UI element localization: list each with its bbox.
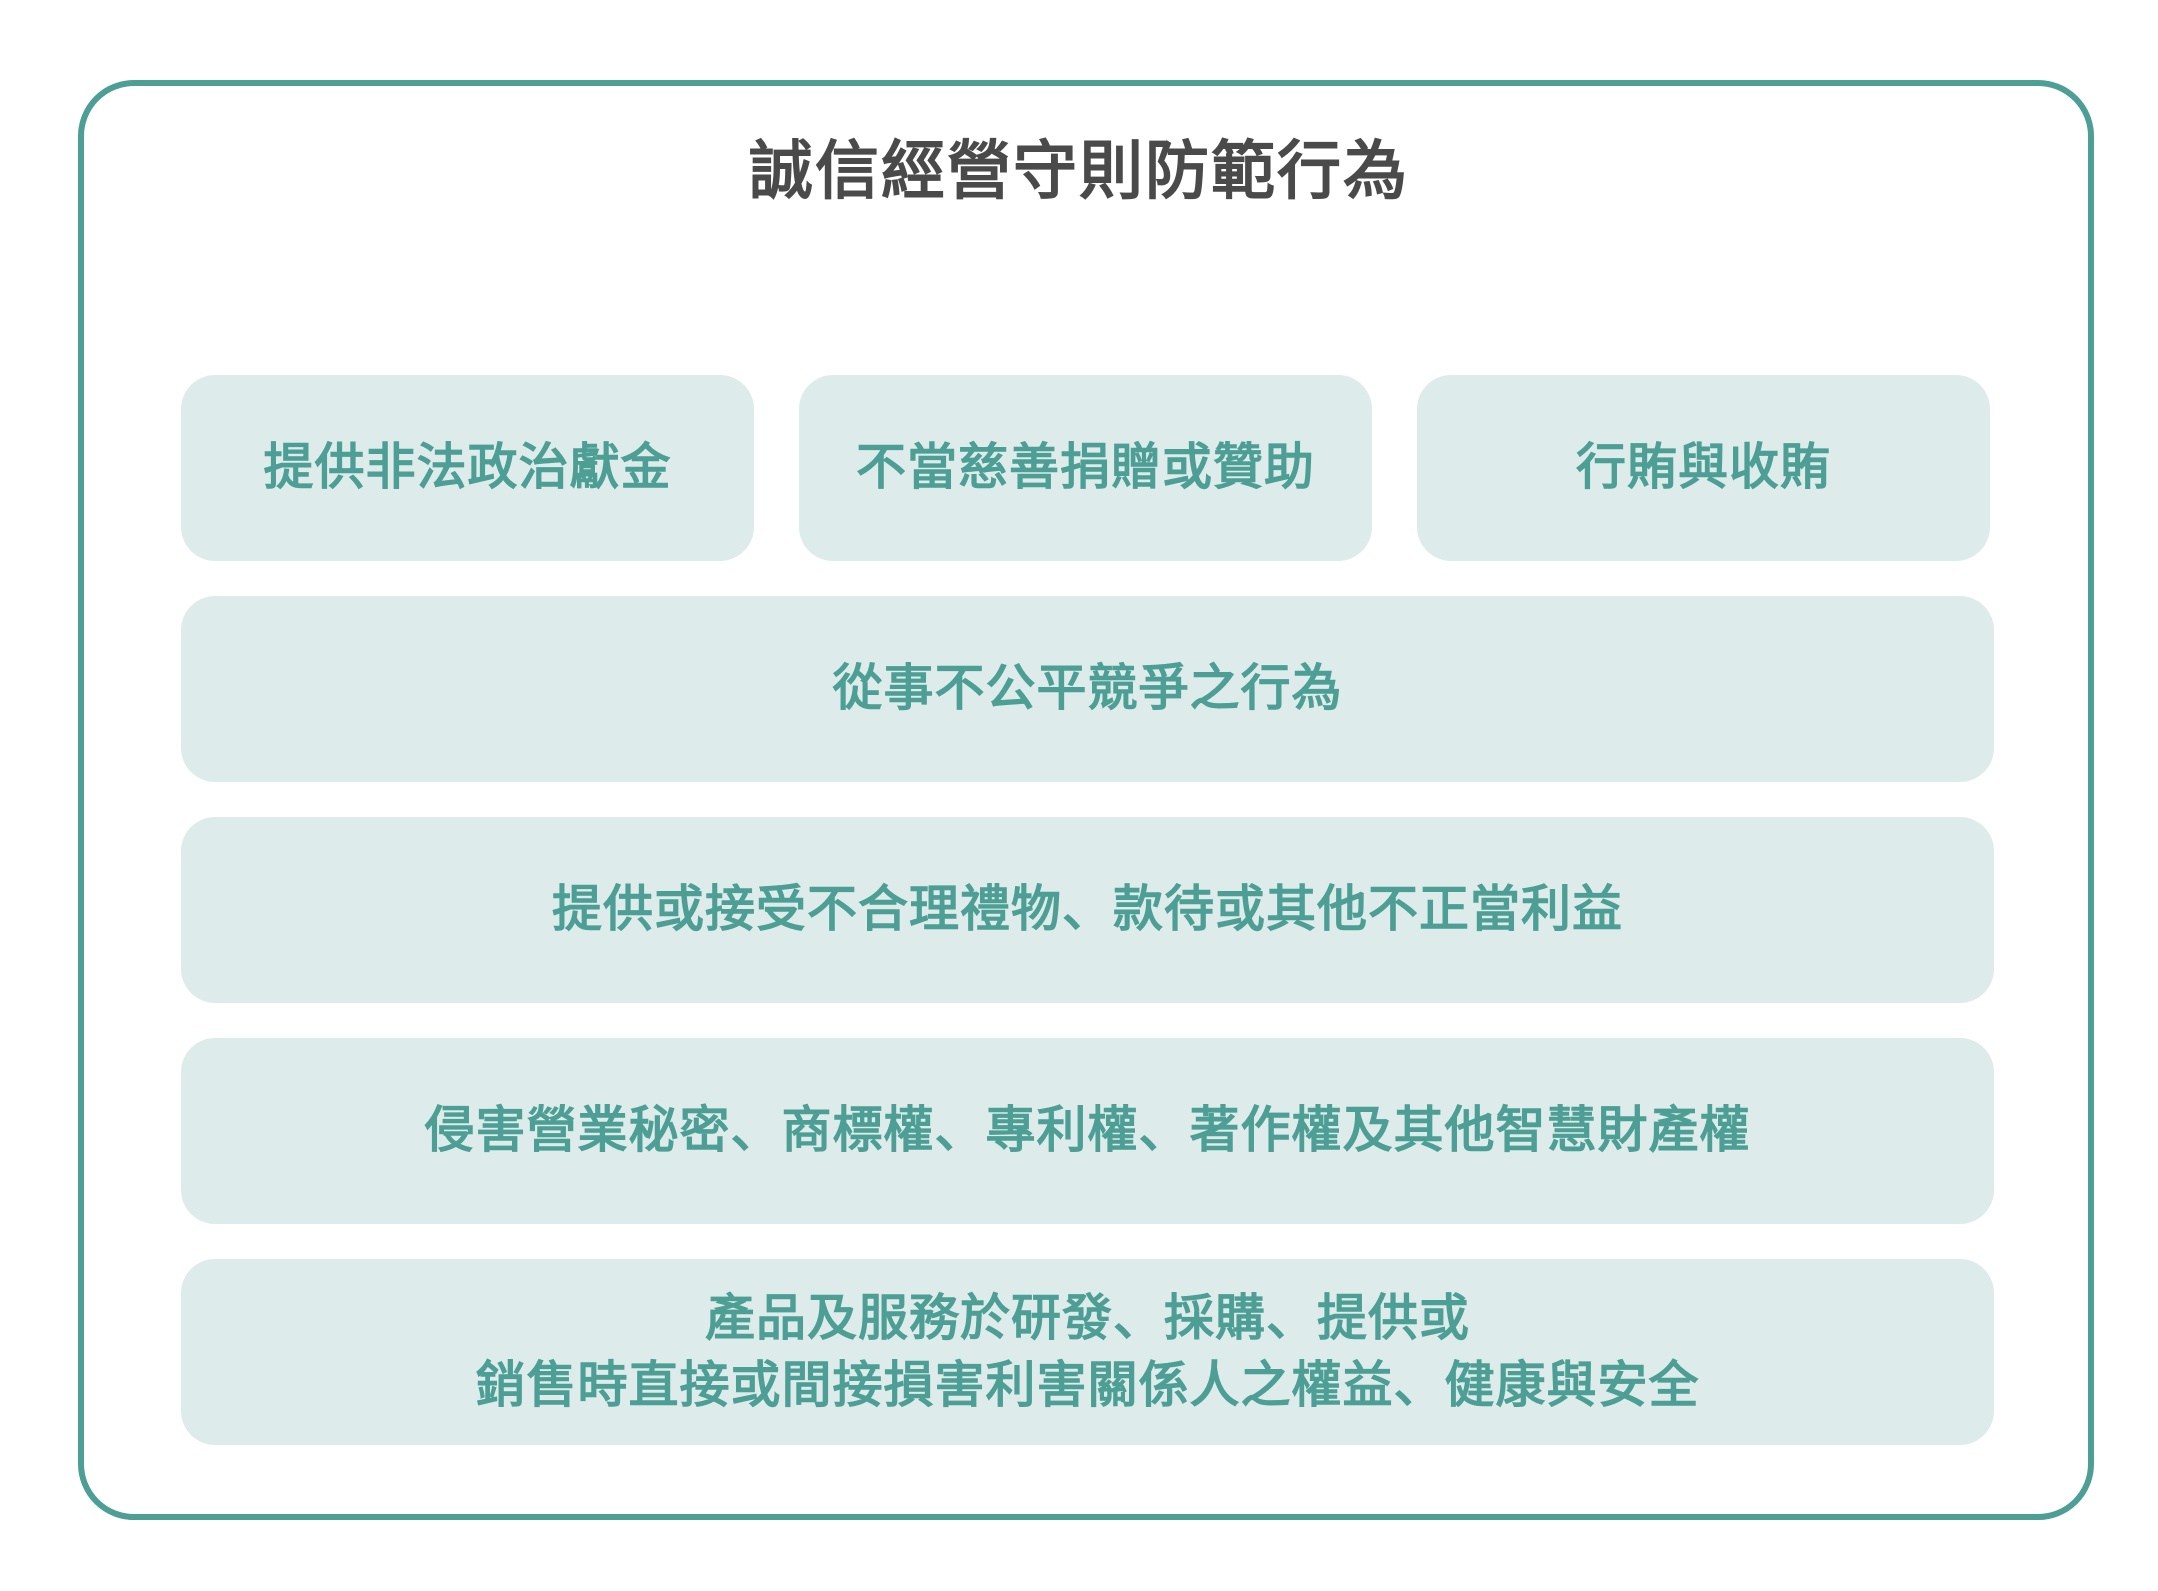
behavior-label: 提供或接受不合理禮物、款待或其他不正當利益 xyxy=(552,880,1623,939)
behavior-label: 不當慈善捐贈或贊助 xyxy=(856,438,1315,497)
behavior-box-improper-charity: 不當慈善捐贈或贊助 xyxy=(799,375,1372,561)
behavior-label-line-1: 產品及服務於研發、採購、提供或 xyxy=(705,1288,1470,1347)
behavior-label: 從事不公平競爭之行為 xyxy=(832,659,1343,718)
diagram-title: 誠信經營守則防範行為 xyxy=(749,135,1409,209)
behavior-box-unfair-competition: 從事不公平競爭之行為 xyxy=(181,596,1994,782)
behavior-box-improper-gifts: 提供或接受不合理禮物、款待或其他不正當利益 xyxy=(181,817,1994,1003)
behavior-box-ip-infringement: 侵害營業秘密、商標權、專利權、著作權及其他智慧財產權 xyxy=(181,1038,1994,1224)
behavior-label: 提供非法政治獻金 xyxy=(263,438,672,497)
behavior-box-illegal-political-donations: 提供非法政治獻金 xyxy=(181,375,754,561)
behavior-label: 行賄與收賄 xyxy=(1576,438,1831,497)
behavior-box-bribery: 行賄與收賄 xyxy=(1417,375,1990,561)
behavior-label-line-2: 銷售時直接或間接損害利害關係人之權益、健康與安全 xyxy=(475,1356,1700,1414)
behavior-box-stakeholder-harm: 產品及服務於研發、採購、提供或 銷售時直接或間接損害利害關係人之權益、健康與安全 xyxy=(181,1259,1994,1445)
behavior-label: 侵害營業秘密、商標權、專利權、著作權及其他智慧財產權 xyxy=(424,1101,1751,1160)
